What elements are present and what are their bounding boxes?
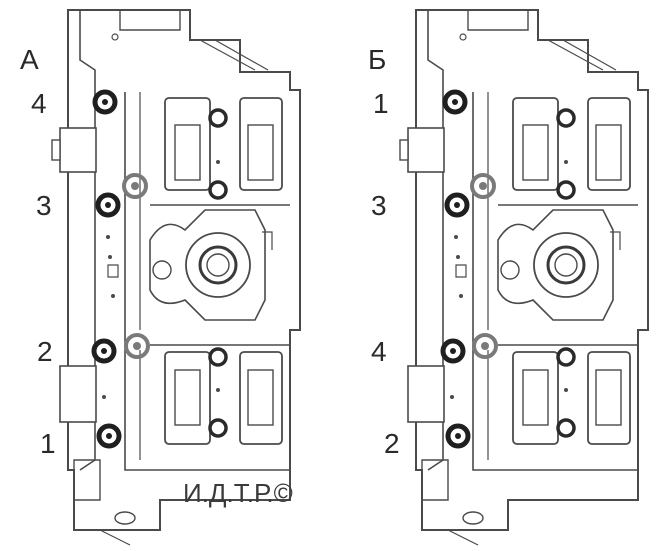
- panel-b-bolts: [440, 89, 471, 449]
- bolt-icon: [96, 423, 122, 449]
- bolt-center: [106, 433, 112, 439]
- bolt-icon: [95, 192, 121, 218]
- panel-b-drawing: [398, 8, 650, 547]
- bolt-number-label: 2: [37, 336, 53, 367]
- bolt-icon: [445, 423, 471, 449]
- bolt-number-label: 1: [40, 428, 56, 459]
- bolt-number-label: 3: [371, 190, 387, 221]
- bolt-icon: [91, 338, 117, 364]
- panel-a-label: А: [20, 44, 39, 75]
- bolt-number-label: 2: [384, 428, 400, 459]
- bolt-center: [105, 202, 111, 208]
- bolt-center: [450, 348, 456, 354]
- bolt-center: [454, 202, 460, 208]
- watermark-text: И.Д.Т.Р.©: [183, 478, 293, 508]
- bolt-center: [101, 348, 107, 354]
- bolt-icon: [442, 89, 468, 115]
- bolt-icon: [444, 192, 470, 218]
- bolt-center: [455, 433, 461, 439]
- bolt-number-label: 4: [371, 336, 387, 367]
- bolt-center: [102, 99, 108, 105]
- bolt-icon: [92, 89, 118, 115]
- bolt-number-label: 4: [31, 88, 47, 119]
- bolt-center: [452, 99, 458, 105]
- bolt-icon: [440, 338, 466, 364]
- bolt-number-label: 1: [373, 88, 389, 119]
- panel-b-label: Б: [368, 44, 387, 75]
- panel-a-drawing: [50, 8, 302, 547]
- panel-a-bolts: [91, 89, 122, 449]
- bolt-number-label: 3: [36, 190, 52, 221]
